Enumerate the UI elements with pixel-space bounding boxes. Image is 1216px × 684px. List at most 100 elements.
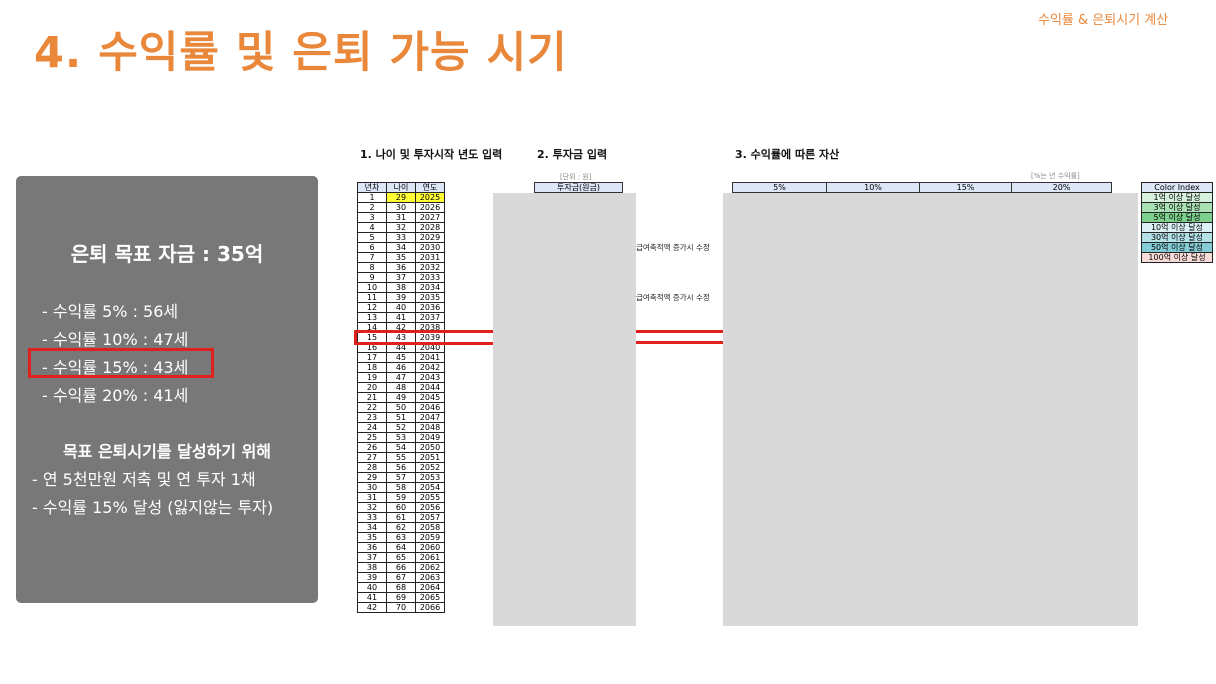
year-index-cell: 38 xyxy=(357,562,387,573)
year-index-cell: 28 xyxy=(357,462,387,473)
age-cell: 61 xyxy=(386,512,416,523)
result-10: - 수익률 10% : 47세 xyxy=(42,330,189,349)
return-header-15: 15% xyxy=(919,182,1012,193)
age-cell: 30 xyxy=(386,202,416,213)
color-index-row: 1억 이상 달성 xyxy=(1141,192,1213,203)
year-index-cell: 23 xyxy=(357,412,387,423)
year-index-cell: 13 xyxy=(357,312,387,323)
year-cell: 2052 xyxy=(415,462,445,473)
header-cell: 년차 xyxy=(357,182,387,193)
age-cell: 50 xyxy=(386,402,416,413)
age-cell: 66 xyxy=(386,562,416,573)
age-cell: 31 xyxy=(386,212,416,223)
year-cell: 2027 xyxy=(415,212,445,223)
plan-item: - 수익률 15% 달성 (잃지않는 투자) xyxy=(32,498,274,517)
section-3-title: 3. 수익률에 따른 자산 xyxy=(735,148,840,161)
highlight-box xyxy=(28,348,214,378)
year-cell: 2050 xyxy=(415,442,445,453)
age-cell: 39 xyxy=(386,292,416,303)
color-index-item: 1억 이상 달성 xyxy=(1141,192,1213,203)
age-cell: 65 xyxy=(386,552,416,563)
year-cell: 2054 xyxy=(415,482,445,493)
year-index-cell: 7 xyxy=(357,252,387,263)
page-subtitle: 수익률 & 은퇴시기 계산 xyxy=(1038,13,1169,28)
year-index-cell: 12 xyxy=(357,302,387,313)
color-index-item: 100억 이상 달성 xyxy=(1141,252,1213,263)
year-index-cell: 21 xyxy=(357,392,387,403)
year-index-cell: 6 xyxy=(357,242,387,253)
year-cell: 2045 xyxy=(415,392,445,403)
year-index-cell: 17 xyxy=(357,352,387,363)
color-index-item: 30억 이상 달성 xyxy=(1141,232,1213,243)
age-cell: 57 xyxy=(386,472,416,483)
age-cell: 55 xyxy=(386,452,416,463)
color-index-row: 5억 이상 달성 xyxy=(1141,212,1213,223)
year-index-cell: 20 xyxy=(357,382,387,393)
plan-title: 목표 은퇴시기를 달성하기 위해 xyxy=(62,442,272,461)
year-cell: 2064 xyxy=(415,582,445,593)
year-cell: 2048 xyxy=(415,422,445,433)
age-cell: 45 xyxy=(386,352,416,363)
return-header-5: 5% xyxy=(732,182,827,193)
year-cell: 2053 xyxy=(415,472,445,483)
year-cell: 2059 xyxy=(415,532,445,543)
year-index-cell: 40 xyxy=(357,582,387,593)
investment-area[interactable] xyxy=(493,193,636,626)
highlight-line xyxy=(636,330,723,333)
year-index-cell: 41 xyxy=(357,592,387,603)
year-index-cell: 9 xyxy=(357,272,387,283)
age-cell: 54 xyxy=(386,442,416,453)
year-cell: 2037 xyxy=(415,312,445,323)
age-cell[interactable]: 29 xyxy=(386,192,416,203)
year-cell: 2051 xyxy=(415,452,445,463)
year-cell: 2058 xyxy=(415,522,445,533)
goal-text: 은퇴 목표 자금 : 35억 xyxy=(70,242,264,266)
year-cell: 2034 xyxy=(415,282,445,293)
year-index-cell: 10 xyxy=(357,282,387,293)
investment-header: 투자금(원금) xyxy=(534,182,623,193)
year-index-cell: 11 xyxy=(357,292,387,303)
year-index-cell: 30 xyxy=(357,482,387,493)
age-cell: 33 xyxy=(386,232,416,243)
return-header-10: 10% xyxy=(826,182,920,193)
color-index-row: 3억 이상 달성 xyxy=(1141,202,1213,213)
age-cell: 59 xyxy=(386,492,416,503)
age-cell: 53 xyxy=(386,432,416,443)
year-cell[interactable]: 2025 xyxy=(415,192,445,203)
age-cell: 60 xyxy=(386,502,416,513)
result-20: - 수익률 20% : 41세 xyxy=(42,386,189,405)
unit-label: [단위 : 원] xyxy=(560,173,592,181)
assets-area[interactable] xyxy=(723,193,1138,626)
year-cell: 2057 xyxy=(415,512,445,523)
year-cell: 2036 xyxy=(415,302,445,313)
age-cell: 47 xyxy=(386,372,416,383)
color-index-row: 100억 이상 달성 xyxy=(1141,252,1213,263)
year-index-cell: 3 xyxy=(357,212,387,223)
age-cell: 62 xyxy=(386,522,416,533)
color-index-item: 5억 이상 달성 xyxy=(1141,212,1213,223)
year-index-cell: 34 xyxy=(357,522,387,533)
age-cell: 69 xyxy=(386,592,416,603)
year-cell: 2032 xyxy=(415,262,445,273)
year-cell: 2055 xyxy=(415,492,445,503)
plan-item: - 연 5천만원 저축 및 연 투자 1채 xyxy=(32,470,256,489)
